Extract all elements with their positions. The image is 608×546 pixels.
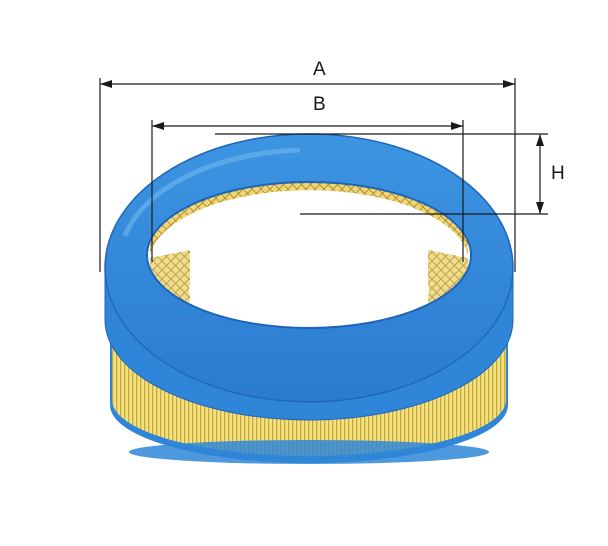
dimension-a — [99, 78, 516, 272]
dimension-b-label: B — [313, 94, 326, 115]
dimension-h — [215, 133, 548, 215]
bottom-rim-edge — [129, 440, 489, 464]
dimension-h-label: H — [551, 163, 565, 184]
top-frame-front — [104, 267, 514, 421]
ring-highlight — [122, 147, 301, 237]
dimension-b — [151, 120, 464, 262]
dimension-a-label: A — [313, 59, 326, 80]
